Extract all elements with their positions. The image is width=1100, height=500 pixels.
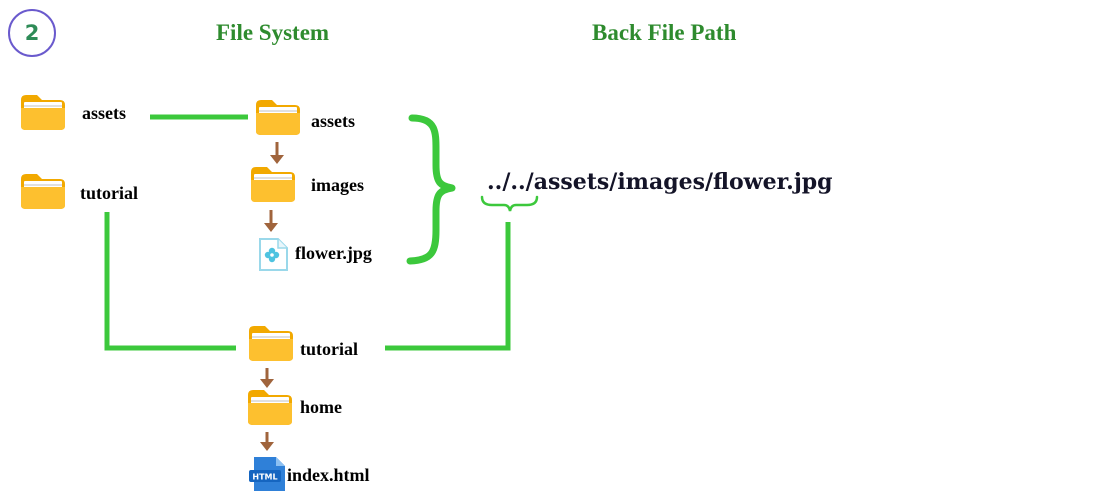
- html-file-icon: HTML: [249, 457, 285, 491]
- tree-label-home: home: [300, 397, 342, 417]
- folder-icon: [256, 100, 300, 135]
- curly-brace: [406, 114, 456, 265]
- tree-label-tutorial: tutorial: [300, 339, 358, 359]
- html-icon-text: HTML: [252, 473, 277, 482]
- folder-icon: [248, 390, 292, 425]
- back-file-path-text: ../../assets/images/flower.jpg: [487, 169, 833, 195]
- arrow-tutorial-home: [260, 368, 274, 388]
- tree-label-assets: assets: [311, 111, 355, 131]
- tree-label-images: images: [311, 175, 364, 195]
- tree-label-index: index.html: [287, 465, 370, 485]
- folder-icon: [21, 95, 65, 130]
- arrow-assets-images: [270, 142, 284, 164]
- left-label-assets: assets: [82, 103, 126, 123]
- arrow-images-flower: [264, 210, 278, 232]
- tree-label-flower: flower.jpg: [295, 243, 372, 263]
- arrow-home-index: [260, 432, 274, 451]
- heading-back-file-path: Back File Path: [592, 20, 737, 45]
- folder-icon: [21, 174, 65, 209]
- small-brace: [480, 195, 539, 212]
- left-label-tutorial: tutorial: [80, 183, 138, 203]
- folder-icon: [251, 167, 295, 202]
- image-file-icon: [259, 238, 288, 271]
- step-badge: 2: [8, 9, 56, 57]
- connector-tutorial: [104, 212, 236, 351]
- connector-path: [385, 222, 511, 351]
- heading-file-system: File System: [216, 20, 330, 45]
- folder-icon: [249, 326, 293, 361]
